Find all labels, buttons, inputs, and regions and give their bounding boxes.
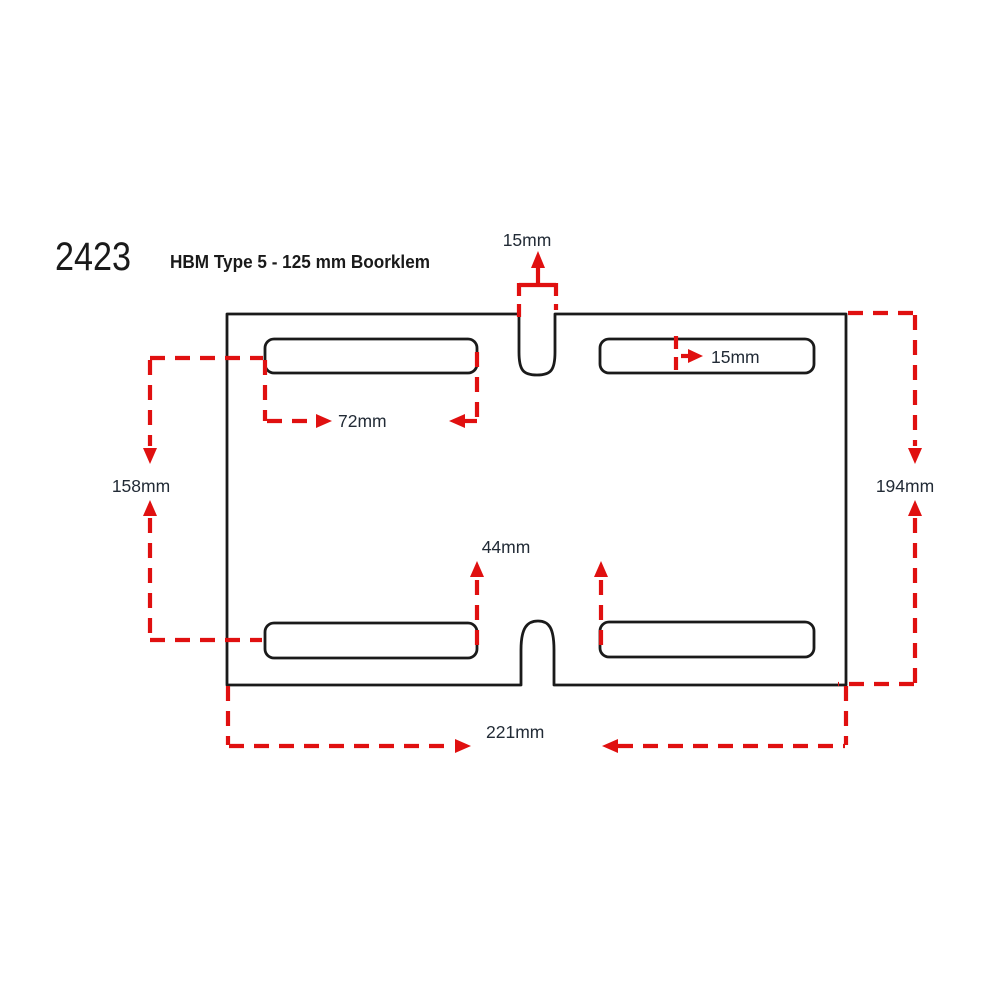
- part-number: 2423: [55, 235, 131, 279]
- arrowhead-up: [531, 251, 545, 268]
- dimension-bottom-slot-gap: 44mm: [470, 537, 608, 648]
- arrowhead-right: [688, 349, 703, 363]
- dimension-label: 194mm: [876, 476, 934, 496]
- slot-bottom-left: [263, 621, 479, 660]
- dimension-label: 158mm: [112, 476, 170, 496]
- dimension-left-slot-spacing: 158mm: [112, 360, 262, 643]
- dimension-top-notch-width: 15mm: [503, 230, 559, 322]
- arrowhead-left: [602, 739, 618, 753]
- arrowhead-right: [455, 739, 471, 753]
- slot-top-left: [263, 337, 479, 375]
- dimension-top-right-slot-inset: 15mm: [673, 336, 760, 377]
- part-title: HBM Type 5 - 125 mm Boorklem: [170, 252, 430, 272]
- arrowhead-up: [143, 500, 157, 516]
- dimension-right-height: 194mm: [838, 310, 934, 687]
- plate-outline: [225, 312, 848, 687]
- dimension-label: 72mm: [338, 411, 387, 431]
- arrowhead-down: [908, 448, 922, 464]
- arrowhead-right: [316, 414, 332, 428]
- dimension-label: 15mm: [711, 347, 760, 367]
- arrowhead-left: [449, 414, 465, 428]
- dimension-label: 44mm: [482, 537, 531, 557]
- dimension-top-left-slot-length: 72mm: [150, 352, 480, 431]
- slot-top-right: [598, 337, 816, 375]
- arrowhead-up: [470, 561, 484, 577]
- slot-bottom-right: [598, 620, 816, 659]
- dimension-label: 221mm: [486, 722, 544, 742]
- arrowhead-up: [908, 500, 922, 516]
- dimension-label: 15mm: [503, 230, 552, 250]
- arrowhead-down: [143, 448, 157, 464]
- arrowhead-up: [594, 561, 608, 577]
- dimension-bottom-width: 221mm: [225, 686, 849, 753]
